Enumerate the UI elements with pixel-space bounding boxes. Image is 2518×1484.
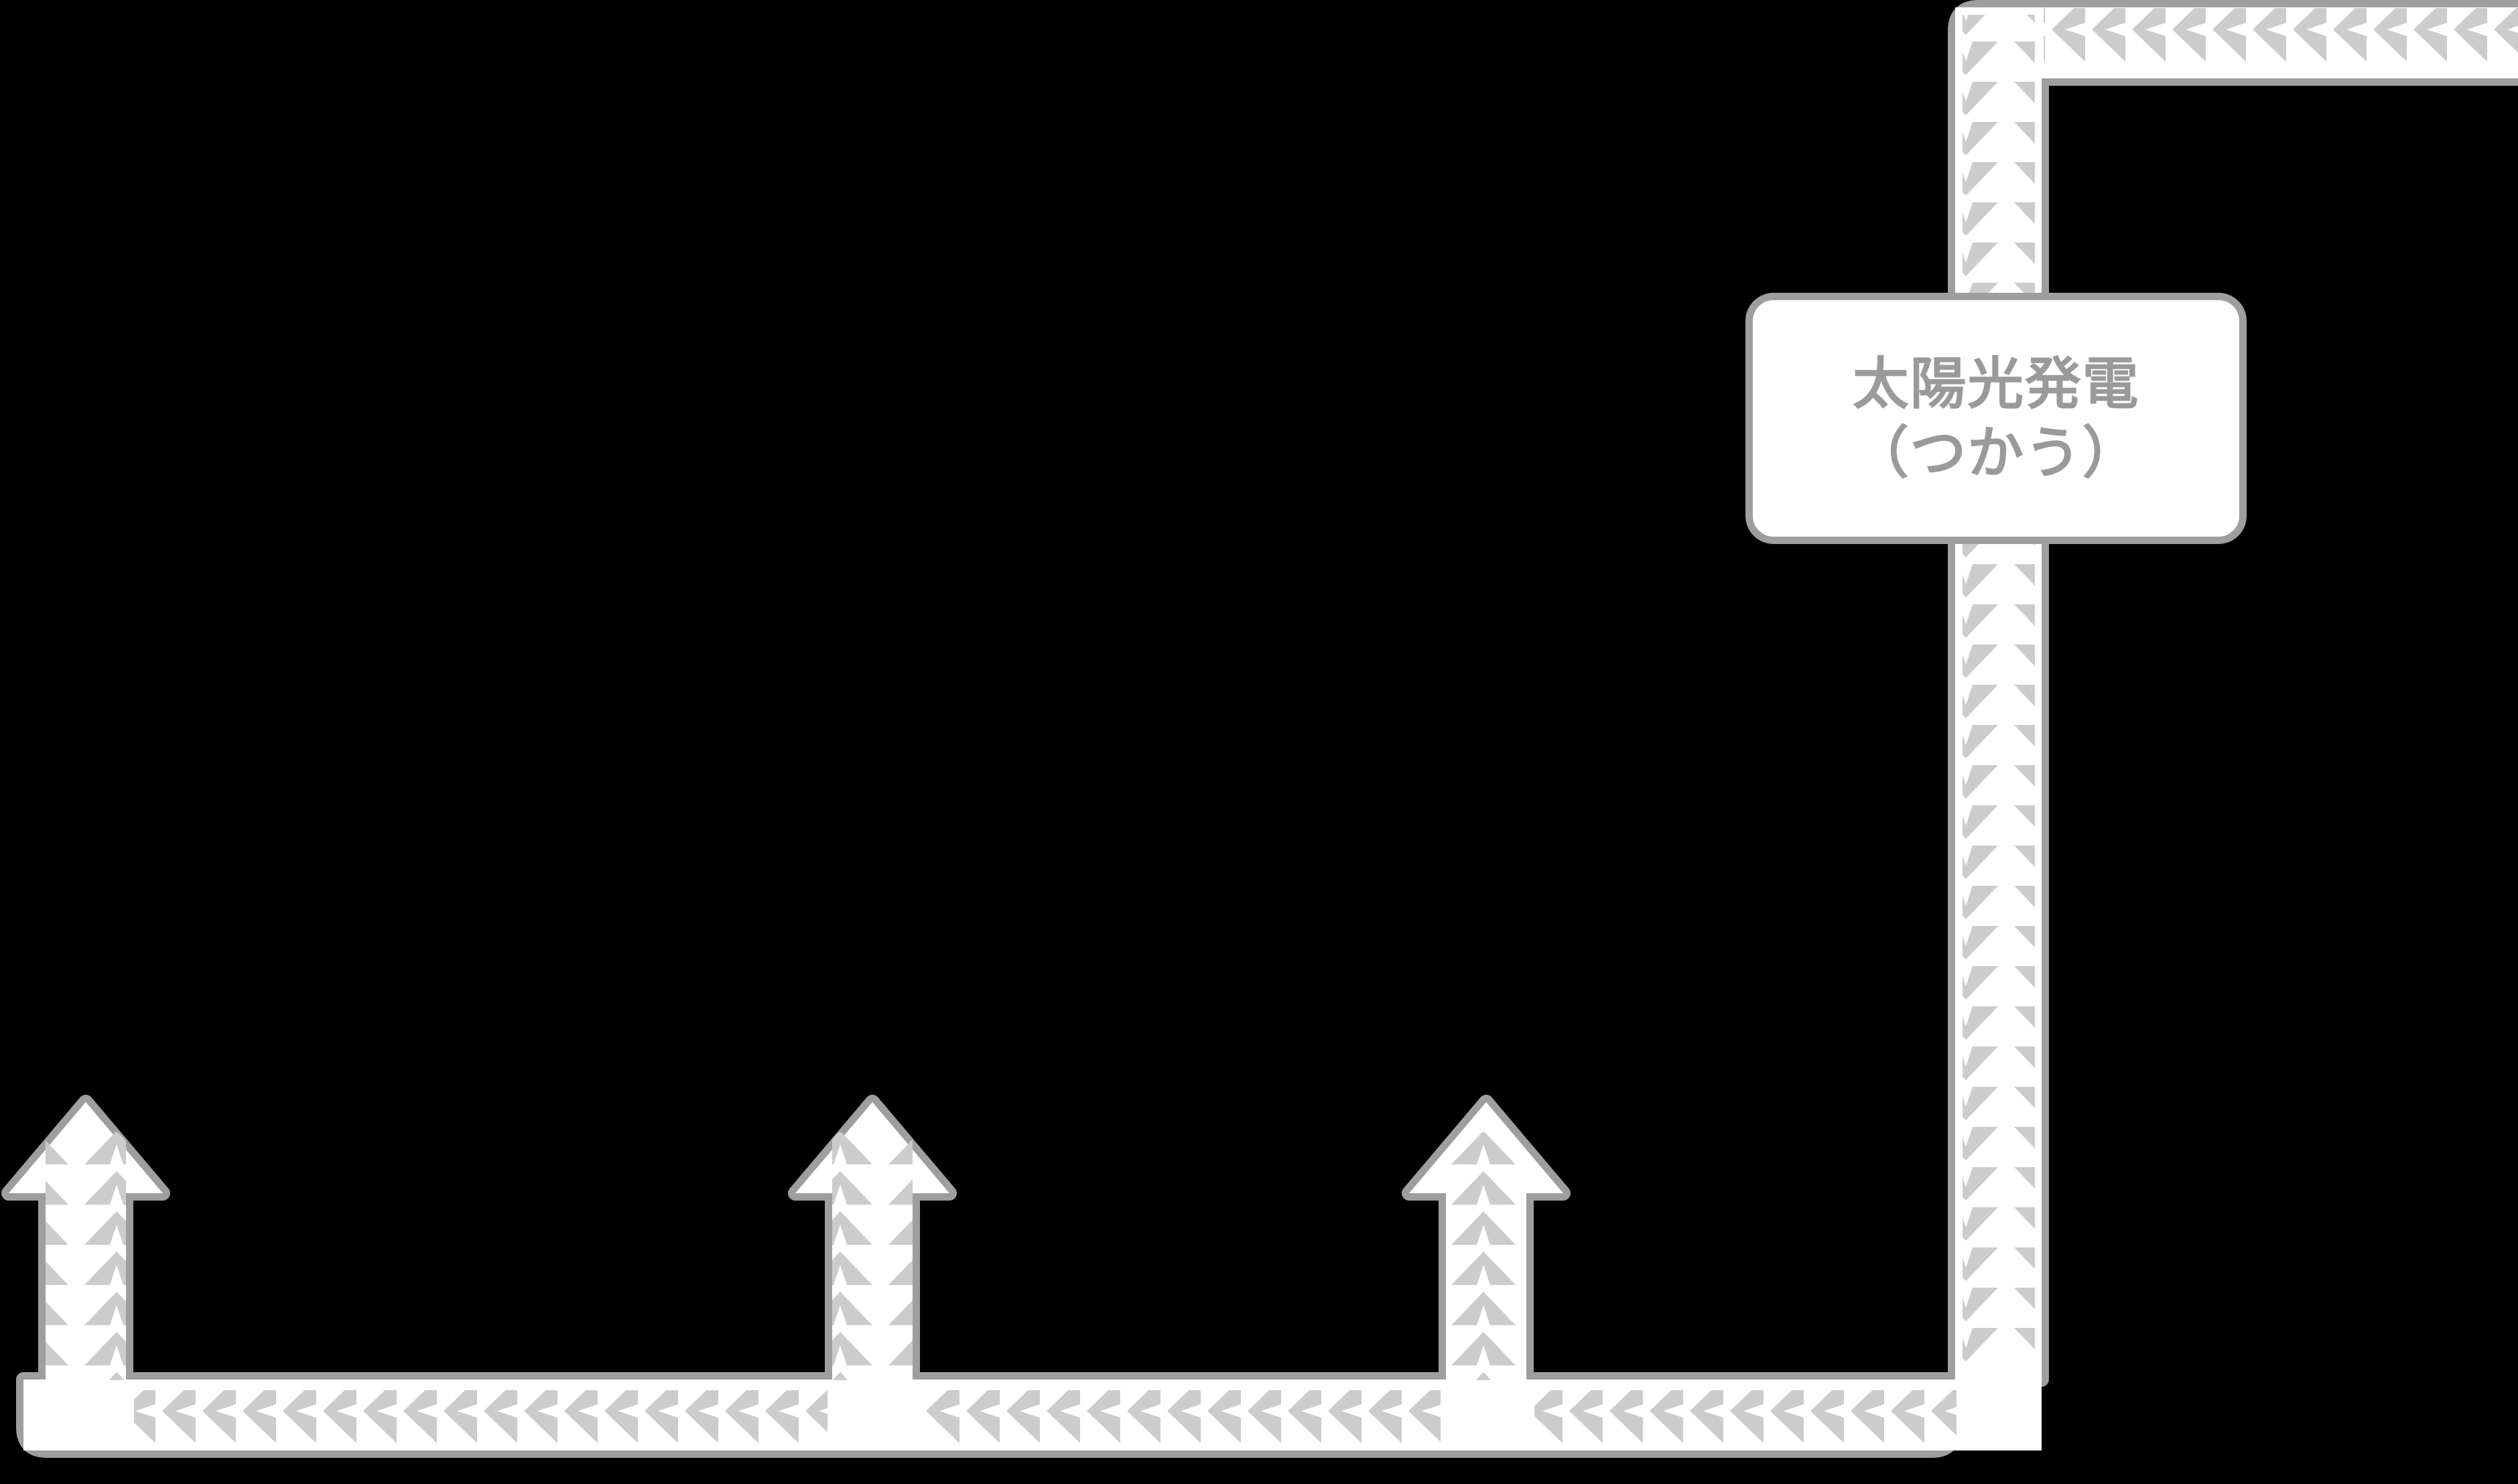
chevrons-branch-arrow-2 <box>832 1132 913 1380</box>
pipe-outer-edge <box>16 0 2518 1458</box>
pipe-chevron-group <box>46 8 2518 1446</box>
chevrons-bottom-seg-1 <box>134 1390 827 1446</box>
chevrons-vertical-down <box>1963 15 2035 1368</box>
node-solar-power-generation-use[interactable]: 太陽光発電 （つかう） <box>1745 293 2247 544</box>
chevrons-top-horizontal <box>2044 8 2518 64</box>
node-label-line-1: 太陽光発電 <box>1852 352 2140 416</box>
chevrons-branch-arrow-1 <box>46 1132 126 1380</box>
chevrons-bottom-seg-2 <box>921 1390 1441 1446</box>
pipe-elbow-topleft-fill <box>1955 7 1979 31</box>
chevrons-branch-arrow-3 <box>1446 1132 1526 1380</box>
pipe-corner-bottomleft-fill <box>23 1379 126 1451</box>
node-label-line-2: （つかう） <box>1852 421 2140 484</box>
pipe-inner-edge-right <box>1584 71 2518 1387</box>
pipe-fill-group <box>9 7 2518 1451</box>
pipe-corner-bottomright-fill <box>1955 1379 2042 1451</box>
chevrons-bottom-seg-3 <box>1534 1390 1957 1446</box>
